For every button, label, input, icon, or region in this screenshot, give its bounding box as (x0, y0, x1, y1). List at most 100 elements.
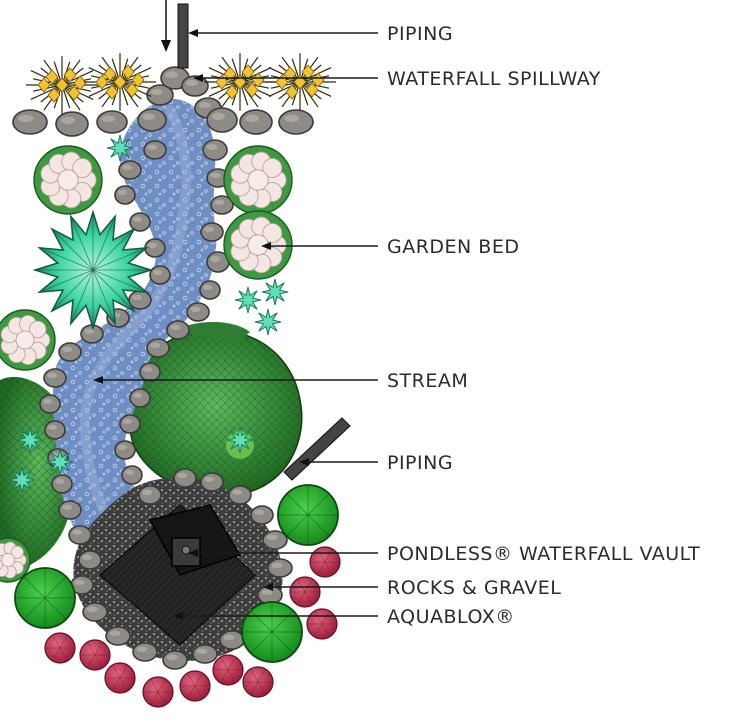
rock (43, 368, 67, 388)
rock (173, 468, 197, 488)
rock (58, 342, 82, 362)
rock (129, 388, 151, 408)
rock-highlight (47, 372, 58, 378)
rock-highlight (142, 489, 153, 495)
rock (55, 111, 89, 137)
rock (181, 75, 209, 97)
rock (262, 530, 288, 550)
rock-highlight (55, 478, 64, 484)
rock (58, 500, 82, 520)
hydrangea-shrubs (0, 145, 293, 583)
rock-highlight (123, 418, 132, 424)
small-succulent (254, 308, 282, 336)
rock (129, 212, 151, 232)
rock (118, 160, 142, 180)
boxwood (14, 567, 76, 629)
rock-highlight (214, 199, 225, 205)
small-succulent (8, 466, 36, 494)
small-succulent (261, 278, 289, 306)
piping-top-arrow (161, 0, 171, 52)
rock-highlight (86, 606, 98, 612)
rock-highlight (170, 324, 181, 330)
red-plant (79, 639, 111, 671)
succulent-plant (32, 209, 154, 331)
rock-highlight (203, 284, 212, 290)
red-plant (306, 608, 338, 640)
waterfall-vault (148, 504, 242, 576)
label-stream: STREAM (387, 370, 468, 392)
small-succulent (234, 286, 262, 314)
rock-highlight (84, 328, 95, 334)
rock-highlight (125, 469, 134, 475)
rock-highlight (82, 554, 93, 560)
rock-highlight (43, 398, 52, 404)
leader-lines (93, 29, 378, 620)
red-plant (142, 676, 174, 708)
rock-highlight (60, 116, 76, 124)
rock-highlight (150, 89, 163, 95)
rock (82, 602, 108, 622)
rock-highlight (109, 630, 121, 636)
label-piping-right: PIPING (387, 452, 453, 474)
rock (44, 420, 66, 440)
right-shrub-lower (175, 321, 250, 345)
rock-highlight (62, 504, 73, 510)
rock-highlight (143, 366, 152, 372)
label-garden-bed: GARDEN BED (387, 236, 519, 258)
rock-highlight (166, 654, 178, 660)
yellow-flower (84, 53, 156, 111)
rock (114, 440, 136, 460)
label-piping-top: PIPING (387, 23, 453, 45)
red-plant (309, 546, 341, 578)
rock-highlight (177, 472, 188, 478)
rock (250, 505, 274, 525)
rock (139, 362, 161, 382)
rock-highlight (136, 646, 148, 652)
hydrangea (223, 145, 293, 215)
rock-highlight (165, 71, 178, 78)
rock-highlight (254, 509, 265, 515)
rock (114, 185, 136, 205)
rock-highlight (232, 489, 243, 495)
rock (267, 558, 293, 578)
rock-highlight (72, 529, 83, 535)
rock (96, 110, 128, 134)
rock-highlight (284, 114, 300, 122)
label-pondless-vault: PONDLESS® WATERFALL VAULT (387, 543, 700, 565)
rock (12, 109, 48, 135)
rock (186, 302, 210, 322)
boxwood-shrubs (14, 484, 339, 663)
rock (137, 108, 167, 132)
rock-highlight (74, 579, 85, 585)
rock (143, 140, 167, 160)
rock (105, 626, 131, 646)
label-waterfall-spillway: WATERFALL SPILLWAY (387, 68, 601, 90)
rock-highlight (210, 172, 221, 178)
small-succulent (46, 448, 74, 476)
yellow-flower (26, 56, 98, 114)
rock (162, 650, 188, 670)
rock (80, 324, 104, 344)
rock (132, 642, 158, 662)
hydrangea (0, 537, 31, 583)
rock-highlight (271, 562, 283, 568)
hydrangea (33, 145, 103, 215)
rock (278, 109, 314, 135)
rock-highlight (62, 346, 73, 352)
rock (239, 109, 273, 135)
rock-highlight (153, 269, 162, 275)
rock (78, 550, 102, 570)
rock (206, 107, 238, 133)
piping-right-pipe (283, 417, 351, 481)
rock-highlight (142, 113, 155, 120)
rock (146, 338, 170, 358)
red-plant (44, 632, 76, 664)
yellow-flower (264, 53, 336, 111)
rock-highlight (48, 424, 57, 430)
rock-highlight (196, 648, 208, 654)
label-aquablox: AQUABLOX® (387, 606, 515, 628)
small-succulent (16, 426, 44, 454)
rock (200, 222, 224, 242)
rock (51, 474, 73, 494)
